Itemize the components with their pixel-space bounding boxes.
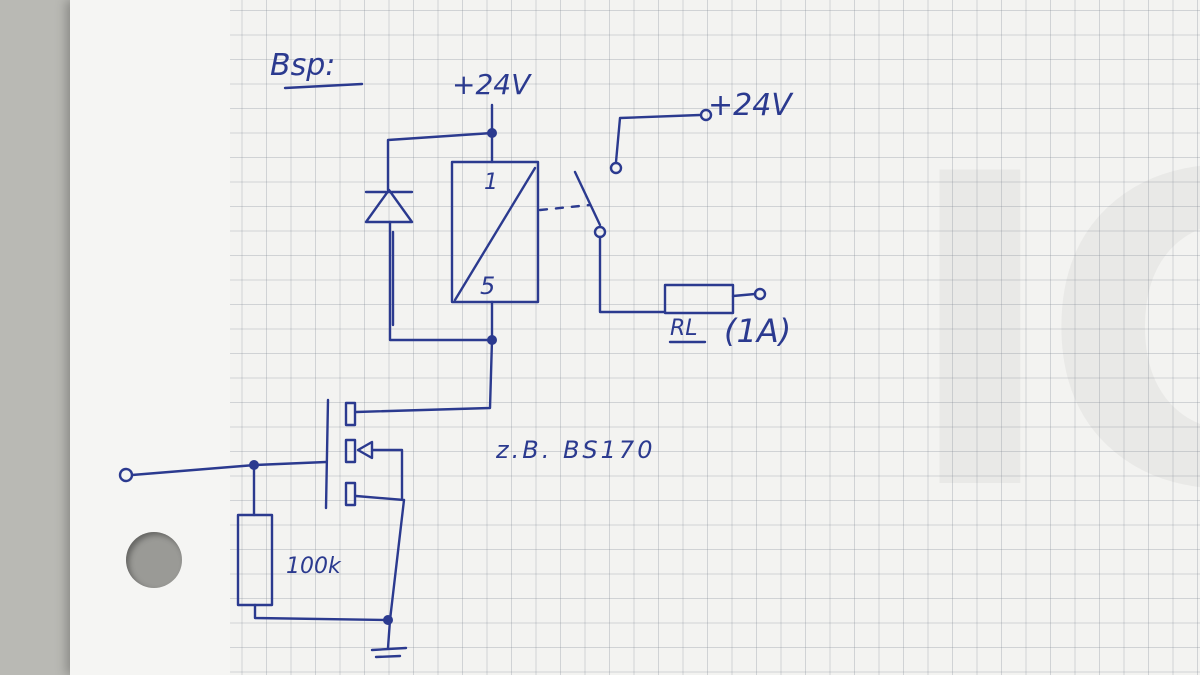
mosfet-gate-plate xyxy=(324,398,330,510)
switch-lever xyxy=(573,170,602,227)
switch-to-supply xyxy=(614,113,702,164)
mosfet-drain-segment xyxy=(344,401,357,427)
supply-label-right: +24V xyxy=(708,88,792,123)
resistor-value-label: 100k xyxy=(286,554,341,579)
punch-hole xyxy=(126,532,182,588)
heading-label: Bsp: xyxy=(270,48,336,83)
relay-linkage xyxy=(538,203,592,212)
load-wire xyxy=(598,235,667,314)
relay-pin-top-label: 1 xyxy=(484,170,498,195)
switch-contact-bottom xyxy=(593,225,607,239)
gate-input-wire xyxy=(130,460,328,477)
drain-wire xyxy=(354,338,494,414)
gate-resistor-lead-bottom xyxy=(253,603,390,622)
relay-coil-diagonal xyxy=(453,166,537,302)
diode-branch-top xyxy=(386,131,494,192)
mosfet-source-segment xyxy=(344,481,357,507)
load-label: RL xyxy=(670,316,698,341)
ground-node xyxy=(383,615,393,625)
load-terminal xyxy=(753,287,767,301)
grid-paper-sheet xyxy=(70,0,1200,675)
load-resistor xyxy=(663,283,735,315)
source-to-ground xyxy=(386,498,406,650)
gate-resistor xyxy=(236,513,274,607)
diode-symbol xyxy=(364,188,414,224)
relay-pin-bottom-label: 5 xyxy=(480,272,496,300)
heading-underline xyxy=(283,82,364,90)
mosfet-body-segment xyxy=(344,438,357,464)
supply-terminal-right xyxy=(699,108,713,122)
transistor-example-label: z.B. BS170 xyxy=(496,436,656,464)
load-resistor-lead xyxy=(731,292,757,298)
ground-symbol xyxy=(370,646,408,659)
supply-label-top: +24V xyxy=(452,68,531,101)
relay-coil xyxy=(450,160,540,304)
diode-branch-bottom xyxy=(388,220,494,342)
mosfet-source-wire xyxy=(354,494,406,502)
mosfet-arrow xyxy=(356,440,404,500)
switch-contact-top xyxy=(609,161,623,175)
watermark-logo: ICA xyxy=(900,85,1200,585)
gate-input-terminal xyxy=(118,467,134,483)
load-current-label: (1A) xyxy=(724,312,792,350)
